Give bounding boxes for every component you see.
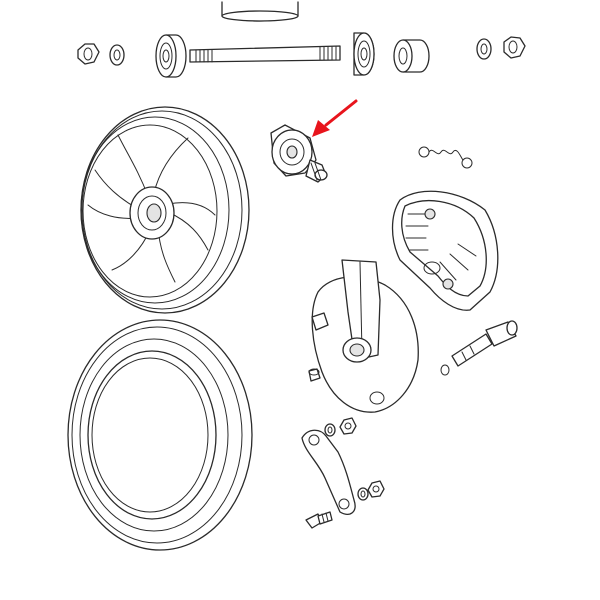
tyre: [67, 319, 253, 551]
spacer-bushing: [393, 39, 430, 73]
nut-small-1: [339, 417, 357, 435]
brake-cam: [440, 320, 518, 376]
washer-small-2: [357, 487, 369, 501]
callout-arrow: [312, 99, 358, 137]
axle-nut-right: [503, 36, 526, 59]
nut-small-2: [367, 480, 385, 498]
plug-small: [308, 368, 321, 382]
lever-bolt: [305, 511, 333, 529]
axle-shaft: [189, 45, 341, 63]
return-spring: [418, 146, 473, 169]
wheel-rim: [80, 106, 250, 314]
speedometer-drive: [270, 124, 328, 183]
bearing-right: [353, 32, 375, 76]
brake-shoes: [391, 190, 499, 311]
bearing-left: [155, 34, 187, 78]
washer-left: [109, 44, 125, 66]
axle-nut-left: [77, 43, 100, 65]
brake-lever: [301, 429, 356, 515]
spacer-sleeve-top: [221, 1, 299, 22]
washer-small-1: [324, 423, 336, 437]
washer-right: [476, 38, 492, 60]
brake-plate: [311, 259, 419, 413]
